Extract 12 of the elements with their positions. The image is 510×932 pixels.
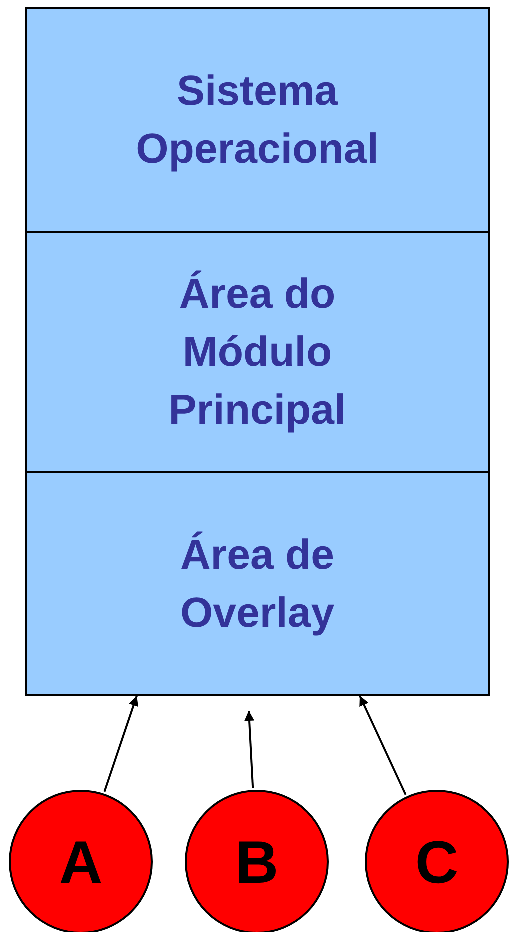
memory-block bbox=[25, 471, 490, 696]
memory-block bbox=[25, 231, 490, 473]
memory-block bbox=[25, 7, 490, 233]
block-label: Sistema Operacional bbox=[135, 66, 380, 174]
arrow bbox=[244, 710, 255, 788]
node-label: A bbox=[59, 828, 103, 896]
arrow bbox=[359, 696, 407, 796]
block-label: Área de Overlay bbox=[179, 530, 336, 638]
node-label: B bbox=[235, 828, 279, 896]
arrow bbox=[104, 696, 139, 792]
node-label: C bbox=[415, 828, 459, 896]
block-label: Área do Módulo Principal bbox=[168, 269, 348, 435]
